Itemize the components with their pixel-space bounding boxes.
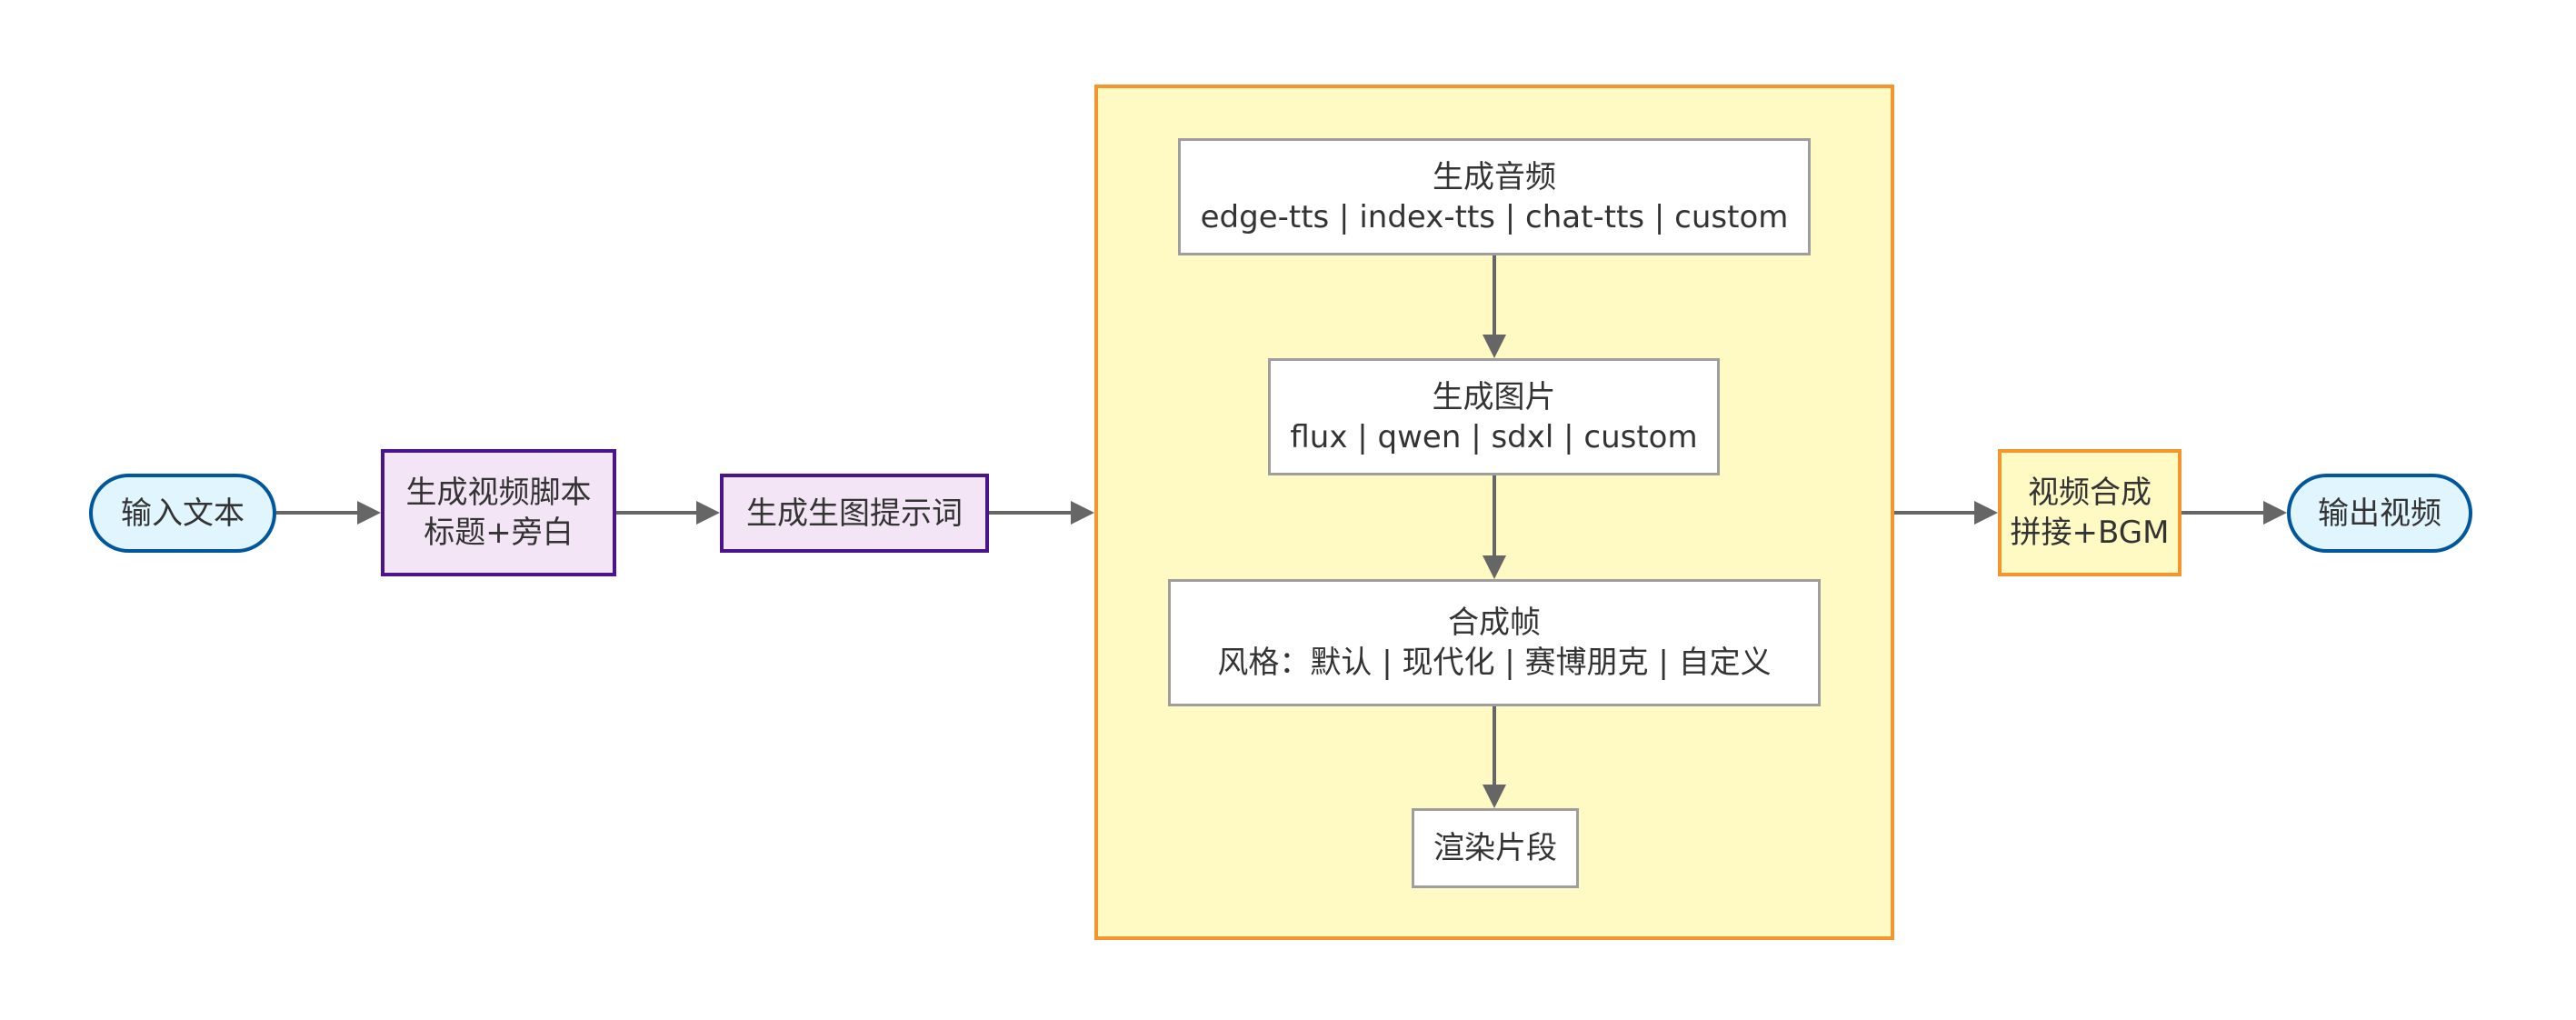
node-title: 合成帧 (1448, 605, 1541, 641)
node-detail: 拼接+BGM (2010, 515, 2170, 551)
edge-prompts-to-subgraph (989, 501, 1094, 525)
edge-compose-to-output (2182, 501, 2287, 525)
node-label: 输出视频 (2318, 495, 2441, 532)
arrowhead (1071, 501, 1094, 525)
arrowhead (357, 501, 381, 525)
generate-prompts-node: 生成生图提示词 (720, 474, 989, 553)
node-detail: flux | qwen | sdxl | custom (1290, 418, 1698, 455)
node-label: 渲染片段 (1433, 830, 1557, 866)
node-label: 输入文本 (121, 495, 245, 532)
node-detail: 风格：默认 | 现代化 | 赛博朋克 | 自定义 (1217, 645, 1772, 681)
edge-subgraph-to-compose (1894, 501, 1998, 525)
compose-video-node: 视频合成 拼接+BGM (1998, 449, 2182, 576)
edge-input-to-script (276, 501, 381, 525)
arrowhead (696, 501, 720, 525)
generate-images-node: 生成图片 flux | qwen | sdxl | custom (1268, 358, 1720, 475)
arrowhead (1974, 501, 1998, 525)
generate-audio-node: 生成音频 edge-tts | index-tts | chat-tts | c… (1178, 138, 1811, 255)
generate-script-node: 生成视频脚本 标题+旁白 (381, 449, 616, 576)
node-detail: 标题+旁白 (424, 515, 574, 551)
node-title: 生成视频脚本 (405, 475, 592, 511)
node-title: 视频合成 (2028, 475, 2152, 511)
input-text-node: 输入文本 (89, 474, 276, 553)
node-title: 生成音频 (1433, 158, 1556, 195)
node-label: 生成生图提示词 (746, 495, 963, 532)
arrowhead (2263, 501, 2287, 525)
node-title: 生成图片 (1432, 378, 1556, 415)
node-detail: edge-tts | index-tts | chat-tts | custom (1200, 198, 1789, 235)
output-video-node: 输出视频 (2287, 474, 2472, 553)
render-clips-node: 渲染片段 (1412, 808, 1579, 888)
edge-script-to-prompts (616, 501, 720, 525)
compose-frames-node: 合成帧 风格：默认 | 现代化 | 赛博朋克 | 自定义 (1168, 579, 1821, 706)
